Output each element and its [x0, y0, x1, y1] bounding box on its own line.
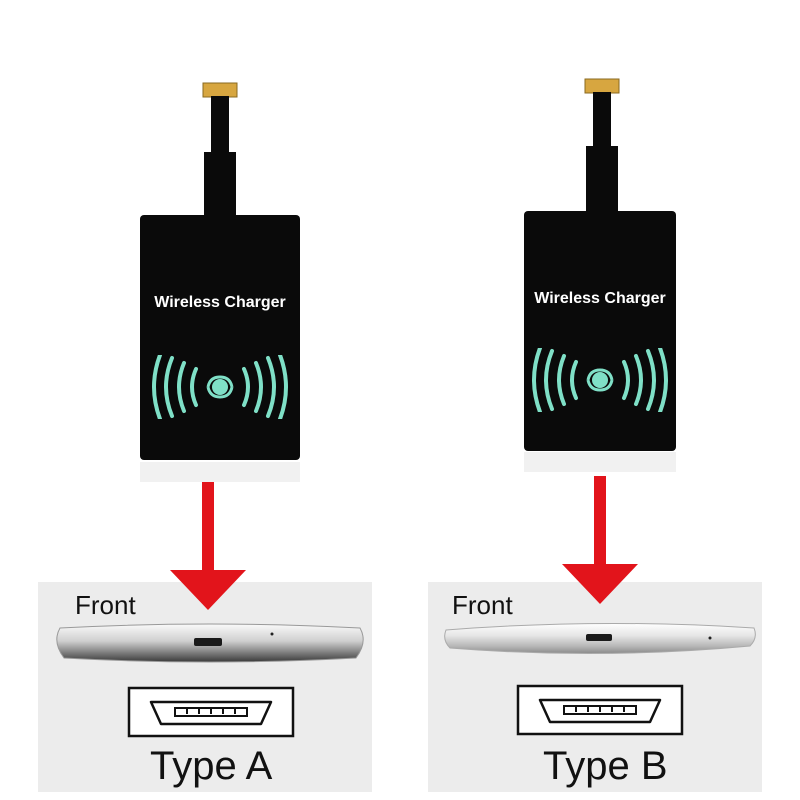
phone-edge-a	[56, 623, 364, 663]
usb-slot-b	[586, 634, 612, 641]
down-arrow-icon	[170, 482, 246, 610]
wireless-signal-icon	[532, 348, 668, 412]
ribbon-cable-a	[211, 96, 229, 166]
pad-body-b	[524, 211, 676, 451]
front-label-b: Front	[452, 590, 513, 620]
wireless-signal-icon	[152, 355, 288, 419]
type-a-label: Type A	[150, 744, 273, 788]
ribbon-cable-b	[593, 92, 611, 156]
connector-tip-a	[202, 82, 238, 98]
pad-title-a: Wireless Charger	[154, 294, 286, 311]
micro-usb-port-icon	[127, 686, 295, 738]
type-b-label: Type B	[543, 744, 668, 788]
usb-slot-a	[194, 638, 222, 646]
micro-usb-port-icon	[516, 684, 684, 736]
wireless-charger-pad-a	[140, 82, 300, 482]
connector-tip-b	[584, 78, 620, 94]
down-arrow-icon	[562, 476, 638, 604]
phone-edge-b	[444, 622, 756, 655]
pad-title-b: Wireless Charger	[534, 290, 666, 307]
front-label-a: Front	[75, 590, 136, 620]
pad-body-a	[140, 215, 300, 460]
wireless-charger-pad-b	[524, 78, 676, 472]
